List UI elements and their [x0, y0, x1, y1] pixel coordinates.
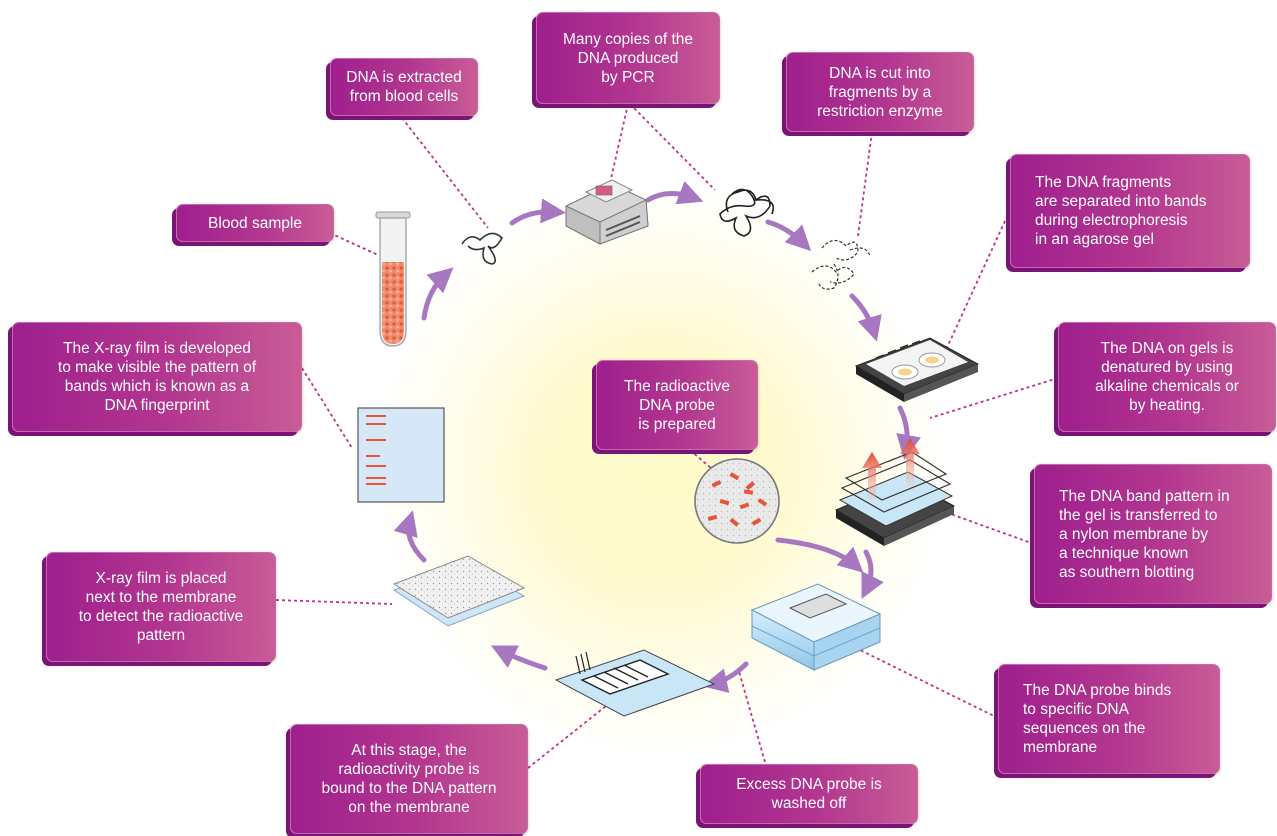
dna-fragments-icon: [811, 239, 871, 290]
step-probe-prepared: The radioactive DNA probe is prepared: [596, 360, 758, 450]
step-blotting: The DNA band pattern in the gel is trans…: [1034, 464, 1272, 604]
connector-lines: [275, 103, 1059, 769]
arrow-tube-to-dna: [421, 267, 454, 321]
step-blood-sample: Blood sample: [176, 204, 334, 242]
blotting-stack-icon: [834, 438, 956, 546]
connector-probe-prepared: [689, 449, 721, 477]
arrow-tray-to-membrane: [702, 661, 749, 693]
step-denature: The DNA on gels is denatured by using al…: [1058, 322, 1276, 432]
hybridization-tray-icon: [750, 583, 882, 671]
arrow-pcr-to-dna: [645, 180, 704, 205]
connector-blood-sample: [329, 232, 379, 256]
arrow-blot-to-tray: [861, 549, 884, 599]
pcr-machine-icon: [565, 179, 649, 245]
gel-plate-icon: [854, 337, 980, 402]
connector-electrophoresis: [944, 209, 1011, 353]
connector-bound: [527, 705, 607, 769]
arrow-film-to-developed: [393, 510, 427, 563]
dna-fingerprint-film-icon: [357, 407, 445, 503]
step-restriction: DNA is cut into fragments by a restricti…: [786, 52, 974, 132]
connector-developed: [301, 367, 353, 449]
connector-extraction: [401, 117, 489, 229]
arrow-gel-to-denature: [896, 405, 921, 460]
dna-tangle-icon: [719, 188, 775, 237]
connector-denature: [929, 377, 1059, 419]
arrow-probe-to-tray: [775, 537, 864, 573]
step-pcr: Many copies of the DNA produced by PCR: [536, 12, 720, 104]
connector-xray-placed: [275, 599, 393, 605]
step-xray-placed: X-ray film is placed next to the membran…: [46, 552, 276, 662]
test-tube-icon: [375, 211, 411, 347]
washed-membrane-icon: [554, 649, 716, 717]
connector-blotting: [944, 511, 1035, 545]
arrow-dna-to-fragments: [765, 219, 812, 252]
connector-probe-binds: [859, 649, 999, 719]
step-washed: Excess DNA probe is washed off: [700, 764, 918, 824]
connector-pcr-2: [629, 103, 716, 191]
step-developed: The X-ray film is developed to make visi…: [12, 322, 302, 432]
dna-strand-icon: [461, 232, 503, 265]
arrow-fragments-to-gel: [849, 293, 882, 342]
connector-washed: [737, 667, 766, 763]
step-electrophoresis: The DNA fragments are separated into ban…: [1010, 154, 1250, 268]
flow-arrows: [393, 180, 921, 693]
arrow-membrane-to-film: [491, 645, 548, 671]
probe-dish-icon: [694, 458, 780, 544]
step-probe-binds: The DNA probe binds to specific DNA sequ…: [998, 664, 1220, 774]
connector-restriction: [857, 131, 873, 237]
arrow-dna-to-pcr: [509, 198, 566, 226]
step-bound: At this stage, the radioactivity probe i…: [290, 724, 528, 834]
film-stack-icon: [392, 555, 526, 627]
step-extraction: DNA is extracted from blood cells: [330, 58, 478, 116]
connector-pcr: [607, 103, 629, 193]
